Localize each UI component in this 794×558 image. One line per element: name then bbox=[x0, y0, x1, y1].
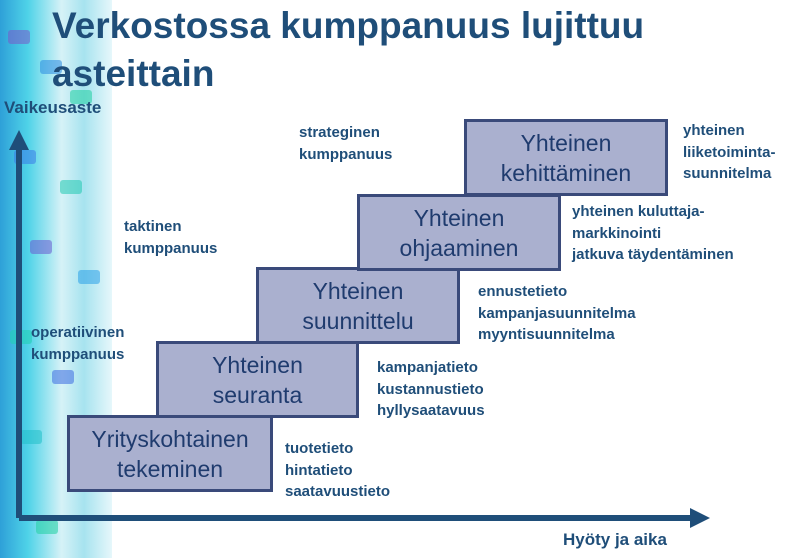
step-box-1: Yrityskohtainen tekeminen bbox=[67, 415, 273, 492]
level-label-tactical: taktinen kumppanuus bbox=[124, 218, 218, 257]
y-axis-label: Vaikeusaste bbox=[4, 98, 102, 117]
step-label: Yhteinen kehittäminen bbox=[500, 129, 632, 186]
stripe-tile bbox=[20, 430, 42, 444]
stripe-tile bbox=[40, 60, 62, 74]
level-label-operative: operatiivinen kumppanuus bbox=[31, 324, 125, 363]
step-box-5: Yhteinen kehittäminen bbox=[464, 119, 668, 196]
step-detail-5: yhteinen liiketoiminta- suunnitelma bbox=[683, 122, 776, 182]
level-label-strategic: strateginen kumppanuus bbox=[299, 124, 393, 163]
step-label: Yrityskohtainen tekeminen bbox=[91, 425, 249, 482]
step-detail-4: yhteinen kuluttaja- markkinointi jatkuva… bbox=[572, 203, 734, 263]
stripe-tile bbox=[70, 90, 92, 104]
step-detail-2: kampanjatieto kustannustieto hyllysaatav… bbox=[377, 359, 485, 419]
step-box-3: Yhteinen suunnittelu bbox=[256, 267, 460, 344]
step-detail-1: tuotetieto hintatieto saatavuustieto bbox=[285, 440, 391, 500]
stripe-tile bbox=[60, 180, 82, 194]
step-label: Yhteinen suunnittelu bbox=[302, 277, 414, 334]
step-box-4: Yhteinen ohjaaminen bbox=[357, 194, 561, 271]
step-box-2: Yhteinen seuranta bbox=[156, 341, 359, 418]
stripe-tile bbox=[78, 270, 100, 284]
y-axis-arrowhead bbox=[9, 130, 29, 150]
x-axis-arrowhead bbox=[690, 508, 710, 528]
page-title: Verkostossa kumppanuus lujittuu asteitta… bbox=[52, 5, 645, 94]
step-label: Yhteinen ohjaaminen bbox=[399, 204, 519, 261]
step-detail-3: ennustetieto kampanjasuunnitelma myyntis… bbox=[478, 283, 636, 343]
step-label: Yhteinen seuranta bbox=[212, 351, 303, 408]
stripe-tile bbox=[8, 30, 30, 44]
stripe-tile bbox=[30, 240, 52, 254]
stripe-tile bbox=[52, 370, 74, 384]
stripe-tile bbox=[36, 520, 58, 534]
x-axis-label: Hyöty ja aika bbox=[563, 530, 667, 549]
